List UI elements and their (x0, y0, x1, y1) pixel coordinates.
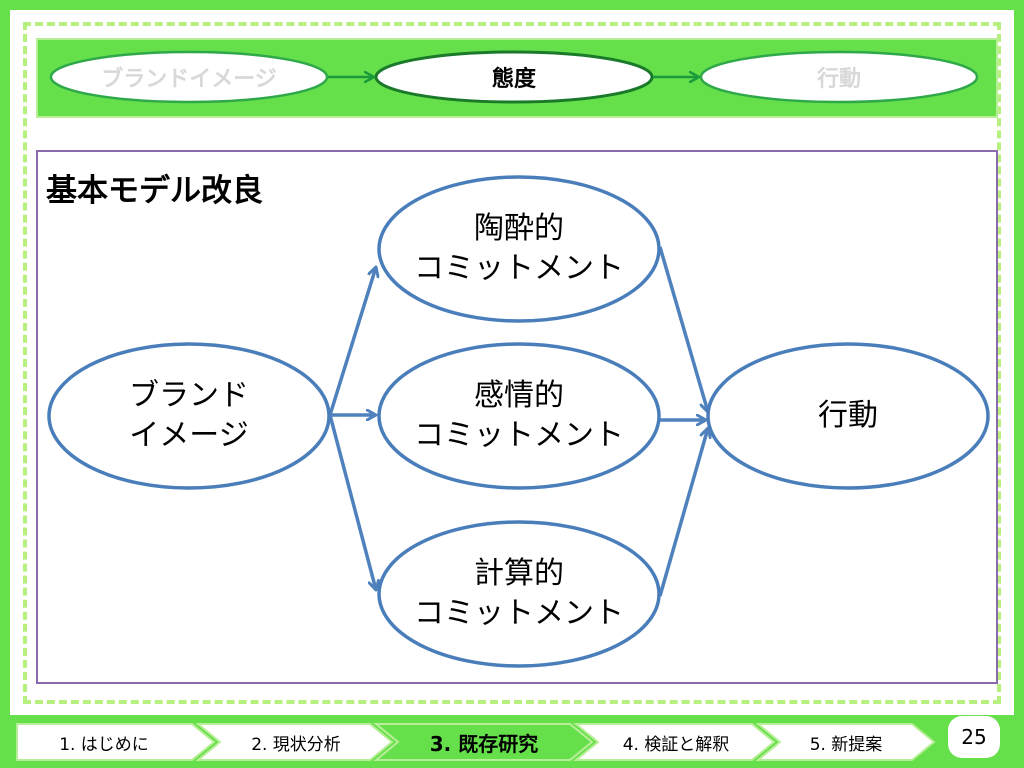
node-label-line: コミットメント (414, 418, 624, 453)
node-label-line: コミットメント (414, 251, 624, 286)
node-behavior (706, 342, 990, 490)
diagram-title: 基本モデル改良 (46, 173, 263, 209)
node-label-calculative: 計算的 コミットメント (414, 554, 624, 634)
dashed-frame (23, 22, 1001, 704)
arrow-bottom-to-behavior (658, 428, 708, 597)
step-ellipse-brand-image (49, 50, 329, 104)
step-ellipse-attitude (374, 50, 654, 104)
node-label-brand-image: ブランド イメージ (129, 376, 249, 456)
nav-item-introduction[interactable]: 1. はじめに (59, 735, 149, 755)
node-rapture-commitment (377, 175, 661, 323)
node-label-line: 陶酔的 (474, 211, 564, 246)
step-label-brand-image: ブランドイメージ (101, 67, 277, 92)
step-ellipse-behavior (699, 50, 979, 104)
node-label-affective: 感情的 コミットメント (414, 376, 624, 456)
nav-item-new-proposal[interactable]: 5. 新提案 (809, 735, 883, 755)
arrow-top-to-behavior (658, 246, 708, 412)
node-label-line: 計算的 (474, 556, 564, 591)
node-label-line: コミットメント (414, 596, 624, 631)
nav-chevrons (16, 723, 936, 761)
node-label-line: 感情的 (474, 378, 564, 413)
nav-item-current-analysis[interactable]: 2. 現状分析 (251, 735, 341, 755)
node-label-line: ブランド (129, 378, 249, 413)
node-brand-image (47, 342, 331, 490)
node-label-line: 行動 (818, 398, 878, 433)
nav-item-existing-research[interactable]: 3. 既存研究 (429, 732, 539, 756)
node-label-line: イメージ (129, 418, 249, 453)
arrow-brand-to-bottom (328, 414, 376, 590)
node-label-behavior: 行動 (818, 396, 878, 436)
node-affective-commitment (377, 342, 661, 490)
page-number: 25 (961, 725, 987, 749)
step-label-behavior: 行動 (816, 67, 862, 92)
arrow-brand-to-top (328, 267, 376, 416)
node-label-rapture: 陶酔的 コミットメント (414, 209, 624, 289)
node-calculative-commitment (377, 520, 661, 668)
step-label-attitude: 態度 (491, 67, 537, 92)
nav-item-verification[interactable]: 4. 検証と解釈 (622, 735, 730, 755)
page-number-badge (948, 716, 1000, 758)
